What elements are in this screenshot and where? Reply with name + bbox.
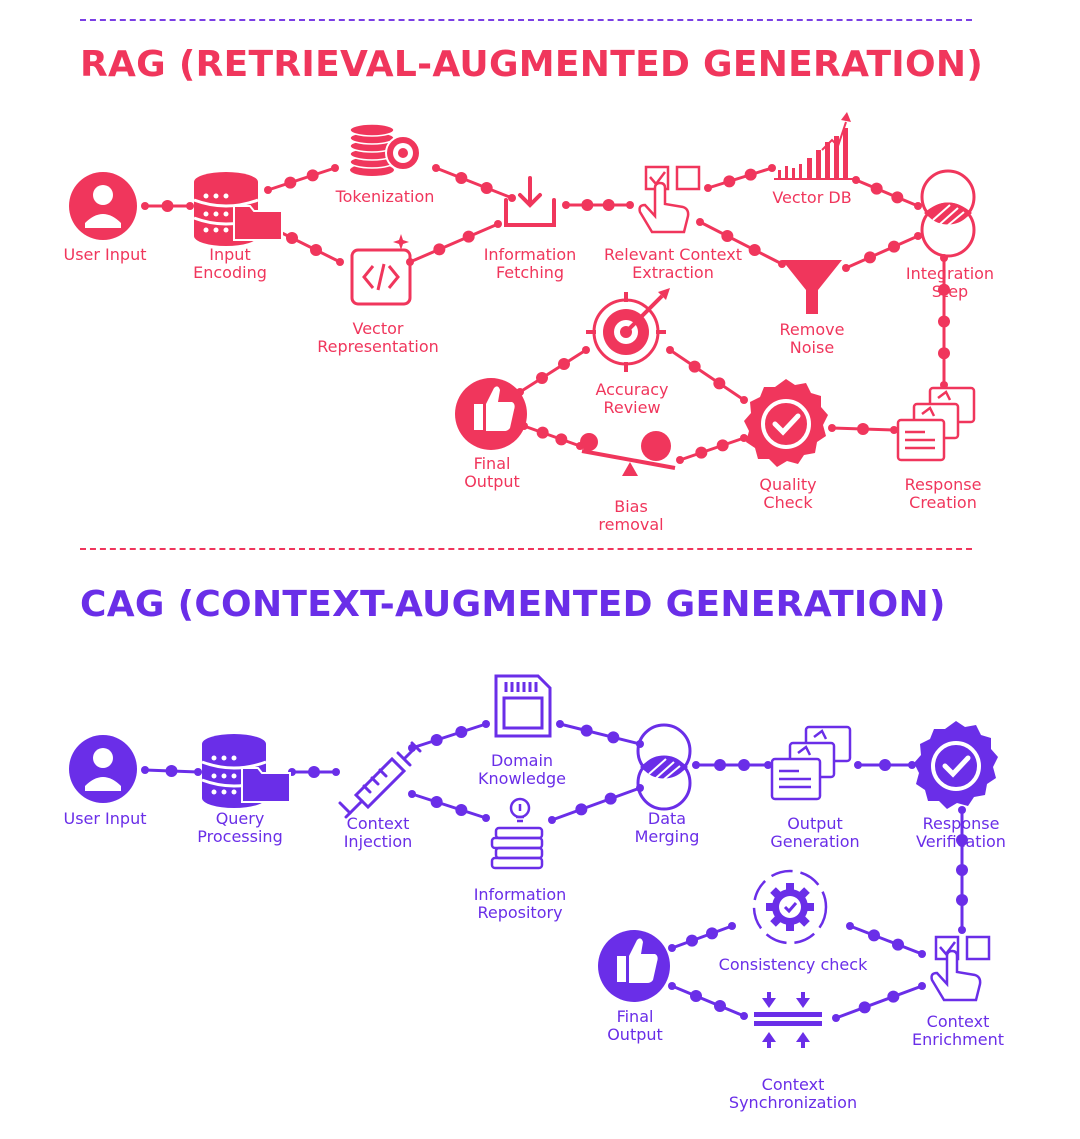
cag-connector	[548, 784, 644, 824]
memory-card-icon	[494, 674, 552, 738]
code-icon	[350, 234, 412, 306]
node-tokenization: Tokenization	[335, 187, 435, 206]
balance-icon	[580, 431, 676, 476]
thumbs-up-icon	[598, 930, 670, 1002]
documents-icon	[896, 386, 976, 462]
venn-icon	[636, 723, 692, 811]
bar-chart-icon	[774, 112, 854, 180]
checkbox-click-icon	[638, 165, 701, 234]
node-user-input: User Input	[64, 809, 147, 828]
cag-connector	[668, 922, 736, 952]
coins-icon	[349, 123, 421, 176]
user-icon	[69, 735, 137, 803]
rag-connector	[520, 422, 584, 450]
node-consistency-check: Consistency check	[719, 955, 868, 974]
cag-connector	[668, 982, 748, 1020]
node-vector-db: Vector DB	[772, 188, 851, 207]
cag-title: CAG (CONTEXT-AUGMENTED GENERATION)	[80, 584, 946, 625]
rag-connector	[141, 200, 194, 212]
rag-connector	[406, 220, 502, 266]
cag-connector	[956, 806, 968, 934]
database-icon	[193, 172, 283, 246]
user-icon	[69, 172, 137, 240]
syringe-icon	[338, 741, 422, 819]
rag-connector	[828, 423, 898, 435]
database-icon	[201, 734, 291, 808]
node-user-input: User Input	[64, 245, 147, 264]
cag-connector	[408, 720, 490, 752]
checkbox-click-icon	[930, 935, 991, 1002]
funnel-icon	[782, 260, 842, 314]
badge-check-icon	[914, 721, 998, 809]
cag-connector	[556, 720, 644, 748]
venn-icon	[920, 169, 976, 258]
top-divider	[80, 19, 972, 21]
rag-connector	[852, 176, 922, 210]
rag-connector	[264, 164, 339, 194]
badge-check-icon	[744, 379, 828, 467]
compress-arrows-icon	[754, 992, 822, 1048]
middle-divider	[80, 548, 972, 550]
gear-cycle-icon	[752, 869, 828, 945]
target-icon	[586, 288, 670, 372]
rag-title: RAG (RETRIEVAL-AUGMENTED GENERATION)	[80, 44, 984, 85]
rag-connector	[562, 199, 634, 211]
cag-connector	[408, 790, 490, 822]
rag-connector	[432, 164, 516, 202]
thumbs-up-icon	[455, 378, 527, 450]
rag-connector	[696, 218, 786, 268]
rag-connector	[676, 434, 748, 464]
download-icon	[504, 176, 556, 227]
cag-connector	[846, 922, 926, 958]
cag-connector	[832, 982, 926, 1022]
books-bulb-icon	[490, 797, 544, 870]
rag-connector	[704, 164, 776, 192]
cag-connector	[854, 759, 916, 771]
cag-connector	[141, 765, 202, 777]
rag-connector	[666, 346, 748, 404]
cag-connector	[692, 759, 772, 771]
documents-icon	[770, 725, 852, 801]
rag-connector	[516, 346, 590, 396]
cag-connector	[288, 766, 340, 778]
rag-connector	[842, 232, 922, 272]
